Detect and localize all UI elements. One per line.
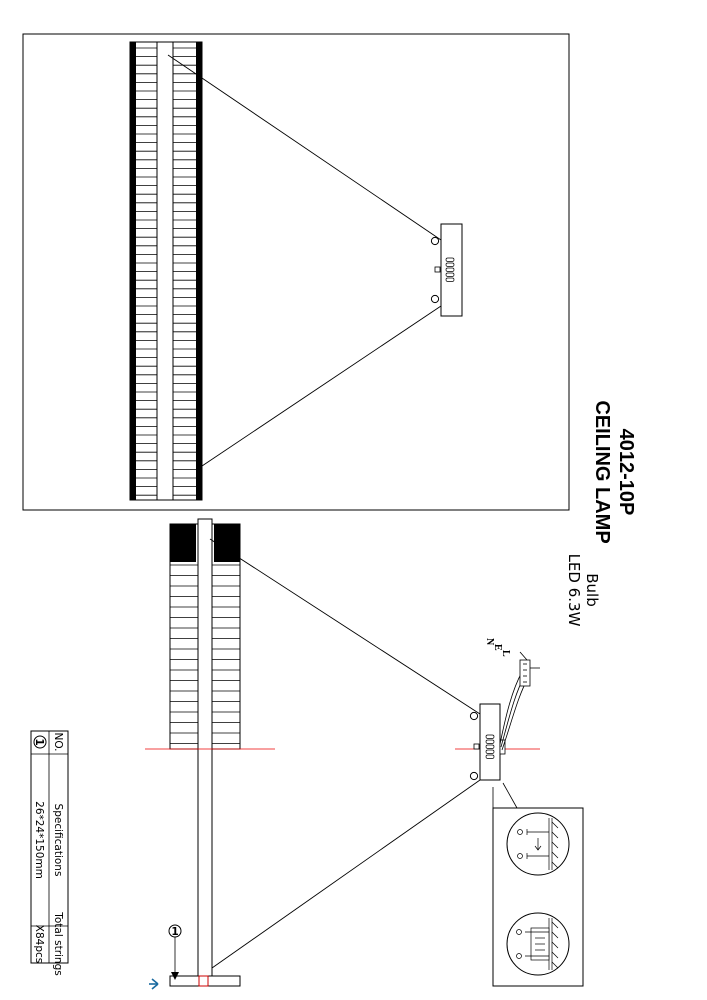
side-canopy-vent	[485, 739, 495, 744]
side-canopy-mount	[499, 739, 506, 755]
side-canopy-vent	[485, 734, 495, 739]
spec-row-no: 1	[33, 738, 45, 745]
side-canopy-hook-lower	[469, 771, 479, 781]
top-canopy-vent	[445, 267, 455, 272]
top-canopy-vent	[445, 277, 455, 282]
direction-arrow-icon	[149, 978, 159, 990]
top-cable-upper	[167, 54, 442, 241]
side-view: L E N 1	[145, 518, 540, 990]
model-number: 4012-10P	[615, 429, 637, 516]
spec-header-no: NO.	[52, 732, 64, 751]
side-canopy-tab	[473, 743, 480, 750]
spec-table: NO. Specifications Total strings 1 26*24…	[30, 730, 69, 976]
bulb-label: Bulb LED 6.3W	[565, 554, 601, 627]
spec-row-number-circle	[33, 735, 47, 749]
side-canopy-vent	[485, 749, 495, 754]
wire-label-l: L	[500, 650, 511, 657]
side-cable-lower	[211, 779, 481, 969]
side-crystal-dense-left	[170, 524, 196, 562]
top-canopy-hook-upper	[430, 236, 440, 246]
side-canopy-vent	[485, 744, 495, 749]
top-view	[22, 33, 570, 511]
callout-marker-number: 1	[171, 926, 178, 938]
product-name: CEILING LAMP	[591, 400, 613, 543]
side-cable-upper	[209, 538, 481, 715]
side-canopy-vent	[485, 754, 495, 759]
top-canopy-vent	[445, 262, 455, 267]
detail-circle-2	[506, 912, 570, 976]
top-canopy-tab	[434, 266, 441, 273]
top-view-frame	[22, 33, 570, 511]
side-canopy-vents	[485, 734, 495, 759]
wire-label-e: E	[492, 644, 503, 651]
wire-label-n: N	[484, 638, 495, 646]
installation-detail	[492, 807, 584, 987]
side-rod-cap	[169, 975, 241, 987]
drawing-title: 4012-10P CEILING LAMP	[591, 400, 637, 543]
top-canopy-vents	[445, 257, 455, 282]
bulb-title: Bulb	[583, 573, 601, 607]
top-crystal-dense-right	[196, 42, 202, 500]
top-crystal-dense-left	[130, 42, 136, 500]
side-rod	[197, 518, 213, 977]
spec-header-total-strings: Total strings	[52, 911, 64, 975]
wiring	[499, 651, 540, 751]
spec-table-frame	[30, 730, 69, 964]
side-rod-cap-mark	[198, 975, 209, 987]
detail-leader-upper	[502, 782, 518, 809]
callout-marker: 1	[168, 924, 182, 980]
top-canopy-vent	[445, 257, 455, 262]
side-canopy-hook-upper	[469, 711, 479, 721]
bulb-spec: LED 6.3W	[565, 554, 583, 627]
top-center-rail	[156, 41, 174, 501]
top-cable-lower	[201, 305, 442, 467]
spec-row-total: X84pcs	[33, 925, 45, 963]
top-canopy-hook-lower	[430, 294, 440, 304]
top-canopy-vent	[445, 272, 455, 277]
spec-header-specifications: Specifications	[52, 804, 64, 877]
spec-row-spec: 26*24*150mm	[33, 801, 45, 879]
detail-circle-1	[506, 812, 570, 876]
